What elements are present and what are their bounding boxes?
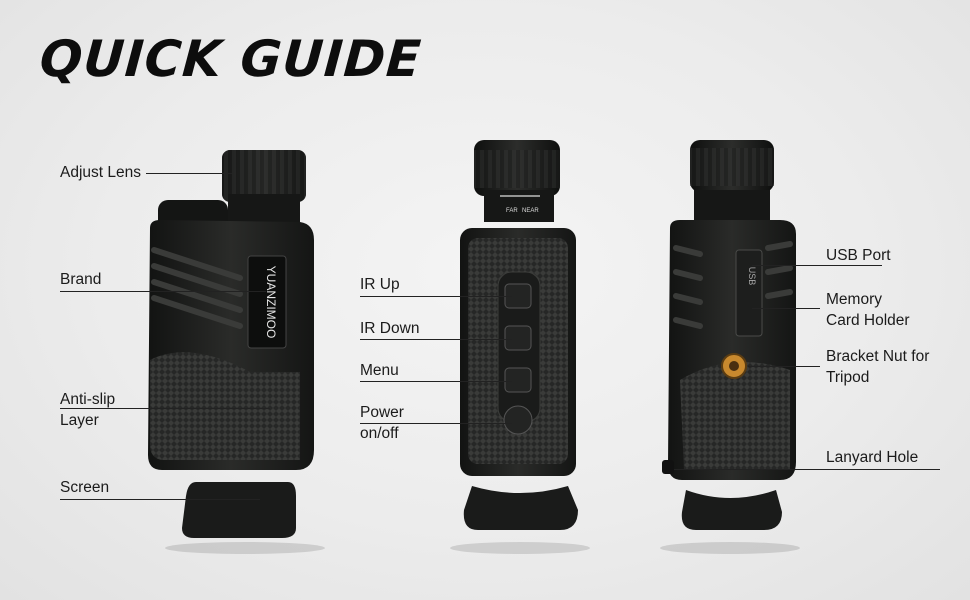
brand-text: YUANZIMOO [264, 266, 278, 339]
label-usb-port: USB Port [826, 247, 891, 264]
label-adjust-lens: Adjust Lens [60, 164, 141, 181]
label-ir-up: IR Up [360, 276, 400, 293]
leader-power [360, 423, 512, 424]
focus-far-text: FAR [506, 208, 518, 214]
shadow-right [660, 542, 800, 554]
menu-button[interactable] [504, 367, 532, 393]
ir-down-button[interactable] [504, 325, 532, 351]
label-menu: Menu [360, 362, 399, 379]
device-center-view: FAR NEAR [460, 140, 578, 530]
anti-slip-layer [150, 352, 300, 460]
label-screen: Screen [60, 479, 110, 496]
focus-near-text: NEAR [522, 208, 539, 214]
screen-eyecup [182, 482, 296, 538]
leader-lanyard-hole [674, 469, 940, 470]
leader-menu [360, 381, 512, 382]
memory-card-holder[interactable] [735, 249, 763, 337]
shadow-left [165, 542, 325, 554]
leader-anti-slip [60, 408, 270, 409]
leader-adjust-lens [146, 173, 232, 174]
usb-port-text: USB [747, 267, 757, 286]
label-brand: Brand [60, 271, 102, 288]
leader-usb-port [752, 265, 882, 266]
label-ir-down: IR Down [360, 320, 420, 337]
leader-ir-down [360, 339, 512, 340]
label-lanyard-hole: Lanyard Hole [826, 449, 919, 466]
leader-ir-up [360, 296, 512, 297]
device-left-view: YUANZIMOO [148, 150, 314, 538]
leader-screen [60, 499, 260, 500]
leader-brand [60, 291, 266, 292]
power-button[interactable] [503, 405, 533, 435]
shadow-center [450, 542, 590, 554]
leader-memory-card [752, 308, 820, 309]
leader-bracket-nut [748, 366, 820, 367]
device-right-view: USB [662, 140, 796, 530]
lanyard-hole [662, 460, 674, 474]
